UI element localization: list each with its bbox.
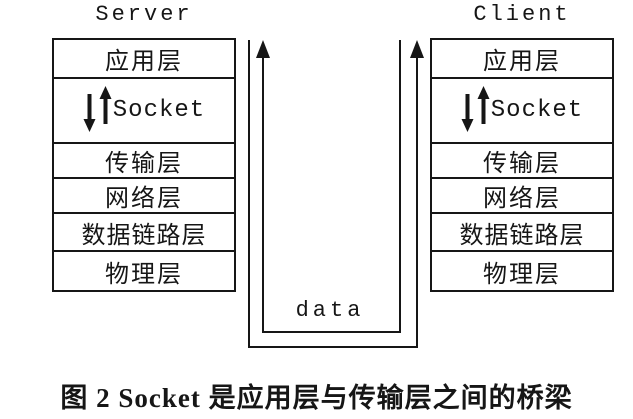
server-layer-network: 网络层: [52, 177, 236, 214]
server-layer-transport-label: 传输层: [105, 151, 183, 177]
down-arrow-icon: [83, 94, 96, 139]
client-stack: 应用层 Socket 传输层 网络层 数据链路层 物理层: [430, 38, 614, 292]
figure-caption: 图 2 Socket 是应用层与传输层之间的桥梁: [60, 383, 573, 413]
up-arrow-icon: [99, 86, 112, 131]
client-layer-transport: 传输层: [430, 142, 614, 179]
outer-u-left-line: [248, 40, 250, 348]
server-title: Server: [95, 2, 193, 27]
data-flow-label: data: [295, 298, 365, 323]
server-layer-datalink-label: 数据链路层: [81, 222, 207, 249]
inner-u-left-line: [262, 56, 264, 333]
client-layer-datalink: 数据链路层: [430, 212, 614, 252]
server-layer-socket: Socket: [52, 77, 236, 144]
client-layer-application-label: 应用层: [483, 49, 561, 75]
client-up-arrowhead-icon: [410, 40, 424, 58]
up-arrow-icon: [477, 86, 490, 131]
server-layer-network-label: 网络层: [105, 186, 183, 212]
server-up-arrowhead-icon: [256, 40, 270, 58]
client-socket-label: Socket: [490, 97, 584, 124]
outer-u-right-line: [416, 56, 418, 348]
client-layer-network-label: 网络层: [483, 186, 561, 212]
client-layer-physical-label: 物理层: [483, 261, 561, 288]
client-layer-application: 应用层: [430, 38, 614, 79]
server-layer-physical: 物理层: [52, 250, 236, 292]
server-layer-transport: 传输层: [52, 142, 236, 179]
server-stack: 应用层 Socket 传输层 网络层 数据链路层 物理层: [52, 38, 236, 292]
client-layer-socket: Socket: [430, 77, 614, 144]
inner-u-bottom-line: [262, 331, 401, 333]
outer-u-bottom-line: [248, 346, 418, 348]
client-title: Client: [473, 2, 571, 27]
server-socket-label: Socket: [112, 97, 206, 124]
client-layer-datalink-label: 数据链路层: [459, 222, 585, 249]
server-layer-physical-label: 物理层: [105, 261, 183, 288]
client-layer-network: 网络层: [430, 177, 614, 214]
server-layer-datalink: 数据链路层: [52, 212, 236, 252]
down-arrow-icon: [461, 94, 474, 139]
server-layer-application: 应用层: [52, 38, 236, 79]
server-layer-application-label: 应用层: [105, 49, 183, 75]
client-layer-transport-label: 传输层: [483, 151, 561, 177]
client-layer-physical: 物理层: [430, 250, 614, 292]
inner-u-right-line: [399, 40, 401, 333]
